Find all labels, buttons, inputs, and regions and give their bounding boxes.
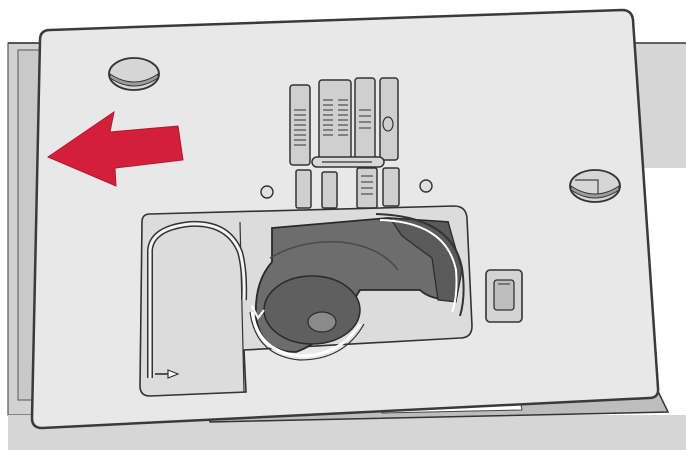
screw-right xyxy=(570,170,620,202)
pin-hole-right xyxy=(420,180,432,192)
screw-left xyxy=(109,58,159,90)
pin-hole-left xyxy=(261,186,273,198)
bobbin-cover-latch xyxy=(486,270,522,322)
